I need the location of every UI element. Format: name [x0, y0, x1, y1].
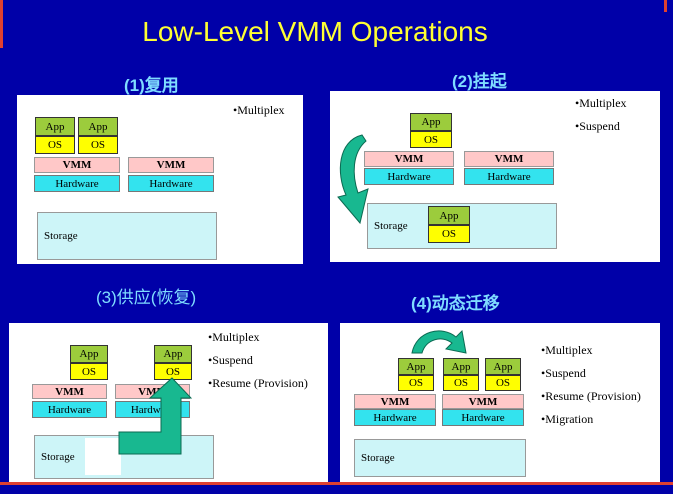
hardware-box: Hardware [442, 409, 524, 426]
app-box: App [428, 206, 470, 225]
vmm-box: VMM [34, 157, 120, 173]
panel-1-bullets: •Multiplex [233, 99, 285, 122]
hardware-box: Hardware [354, 409, 436, 426]
app-box: App [154, 345, 192, 363]
app-box: App [398, 358, 434, 375]
storage-box: Storage [354, 439, 526, 477]
vmm-box: VMM [464, 151, 554, 167]
left-accent-line [0, 0, 3, 48]
right-accent-line [664, 0, 667, 12]
bullet-item: •Multiplex [208, 330, 260, 344]
os-box: OS [428, 225, 470, 243]
os-box: OS [443, 375, 479, 391]
bullet-item: •Resume (Provision) [541, 389, 641, 403]
panel-4-migration: •Multiplex •Suspend •Resume (Provision) … [340, 323, 660, 483]
vmm-box: VMM [364, 151, 454, 167]
vacated-slot [85, 438, 121, 475]
hardware-box: Hardware [464, 168, 554, 185]
vmm-box: VMM [32, 384, 107, 399]
app-box: App [35, 117, 75, 136]
vmm-box: VMM [354, 394, 436, 409]
bullet-item: •Migration [541, 412, 594, 426]
panel-4-label: (4)动态迁移 [411, 294, 500, 313]
bullet-item: •Suspend [575, 119, 620, 133]
app-box: App [410, 113, 452, 131]
panel-1-label: (1)复用 [124, 76, 179, 95]
panel-3-bullets: •Multiplex •Suspend •Resume (Provision) [208, 326, 308, 395]
panel-2-bullets: •Multiplex •Suspend [575, 92, 627, 138]
bullet-item: •Suspend [541, 366, 586, 380]
vmm-box: VMM [128, 157, 214, 173]
bullet-item: •Multiplex [575, 96, 627, 110]
curved-arrow-icon [337, 134, 369, 225]
bullet-item: •Resume (Provision) [208, 376, 308, 390]
hardware-box: Hardware [364, 168, 454, 185]
hardware-box: Hardware [128, 175, 214, 192]
os-box: OS [70, 363, 108, 380]
os-box: OS [78, 136, 118, 154]
hardware-box: Hardware [32, 401, 107, 418]
hardware-box: Hardware [34, 175, 120, 192]
app-box: App [70, 345, 108, 363]
panel-4-bullets: •Multiplex •Suspend •Resume (Provision) … [541, 339, 641, 431]
panel-2-suspend: •Multiplex •Suspend App OS VMM Hardware … [330, 91, 660, 262]
migration-arrow-icon [411, 329, 467, 354]
app-box: App [485, 358, 521, 375]
panel-1-multiplex: •Multiplex App OS App OS VMM Hardware VM… [17, 95, 303, 264]
panel-3-resume: •Multiplex •Suspend •Resume (Provision) … [9, 323, 328, 483]
bullet-item: •Multiplex [541, 343, 593, 357]
app-box: App [443, 358, 479, 375]
app-box: App [78, 117, 118, 136]
os-box: OS [410, 131, 452, 148]
bottom-accent-line [0, 482, 673, 485]
bullet-item: •Suspend [208, 353, 253, 367]
panel-3-label: (3)供应(恢复) [96, 288, 197, 307]
os-box: OS [398, 375, 434, 391]
slide-title: Low-Level VMM Operations [142, 16, 488, 47]
resume-arrow-icon [118, 377, 192, 455]
panel-2-label: (2)挂起 [452, 72, 507, 91]
vmm-box: VMM [442, 394, 524, 409]
os-box: OS [35, 136, 75, 154]
bullet-item: •Multiplex [233, 103, 285, 117]
storage-box: Storage [37, 212, 217, 260]
os-box: OS [485, 375, 521, 391]
